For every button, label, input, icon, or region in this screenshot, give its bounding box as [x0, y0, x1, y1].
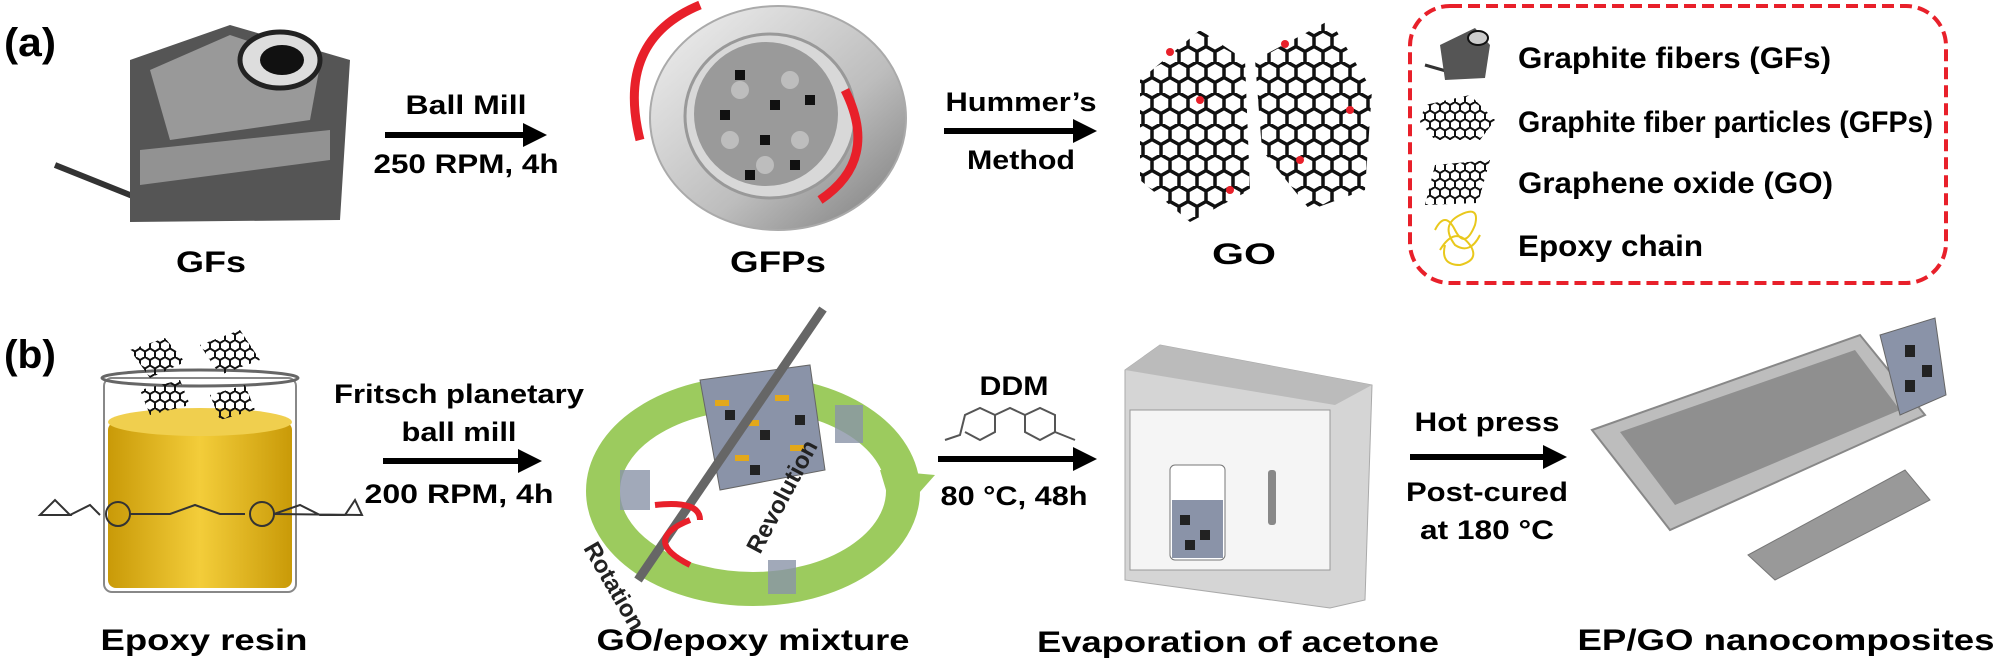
planetary-mill-conditions: 200 RPM, 4h	[365, 479, 554, 509]
panel-b-label: (b)	[4, 333, 56, 377]
ball-mill-conditions: 250 RPM, 4h	[374, 149, 559, 179]
gfps-label: GFPs	[730, 246, 826, 279]
ddm-structure-icon	[944, 406, 1076, 442]
legend-label: Graphene oxide (GO)	[1518, 167, 1833, 200]
legend-border	[1408, 4, 1948, 285]
planetary-mill-label: Fritsch planetary	[334, 379, 584, 409]
epoxy-structure-icon	[37, 497, 364, 527]
graphite-fiber-image	[53, 25, 350, 222]
mold-illustration	[1590, 317, 1947, 581]
legend-label: Graphite fibers (GFs)	[1518, 42, 1831, 75]
ddm-label: DDM	[980, 371, 1049, 401]
ddm-conditions: 80 °C, 48h	[941, 481, 1088, 511]
planetary-mill-label-2: ball mill	[402, 417, 517, 447]
oven-illustration	[1124, 344, 1373, 609]
epoxy-resin-beaker	[37, 330, 364, 593]
hot-press-label: Hot press	[1415, 407, 1560, 437]
legend-label: Epoxy chain	[1518, 230, 1703, 263]
graphite-fiber-icon	[1424, 28, 1490, 80]
epoxy-chain-icon	[1434, 210, 1481, 267]
legend-label: Graphite fiber particles (GFPs)	[1518, 106, 1933, 139]
planetary-mill-illustration: Rotation Revolution	[578, 306, 935, 635]
gfs-label: GFs	[176, 246, 246, 279]
hummers-label: Hummer’s	[946, 87, 1097, 117]
graphene-oxide-icon	[1425, 160, 1490, 205]
evaporation-label: Evaporation of acetone	[1037, 626, 1439, 659]
epoxy-resin-label: Epoxy resin	[101, 624, 308, 657]
go-epoxy-mixture-label: GO/epoxy mixture	[597, 624, 910, 657]
post-cured-label: Post-cured	[1406, 477, 1568, 507]
graphene-oxide-sheets	[1140, 20, 1372, 222]
graphite-particles-icon	[1420, 95, 1495, 140]
go-label: GO	[1212, 238, 1276, 271]
panel-a-label: (a)	[4, 21, 56, 65]
nanocomposites-label: EP/GO nanocomposites	[1578, 624, 1995, 657]
legend: Graphite fibers (GFs) Graphite fiber par…	[1408, 4, 1948, 285]
ball-mill-label: Ball Mill	[406, 90, 527, 120]
cure-temperature-label: at 180 °C	[1420, 515, 1554, 545]
ball-mill-dish	[629, 0, 907, 231]
method-label: Method	[967, 145, 1075, 175]
